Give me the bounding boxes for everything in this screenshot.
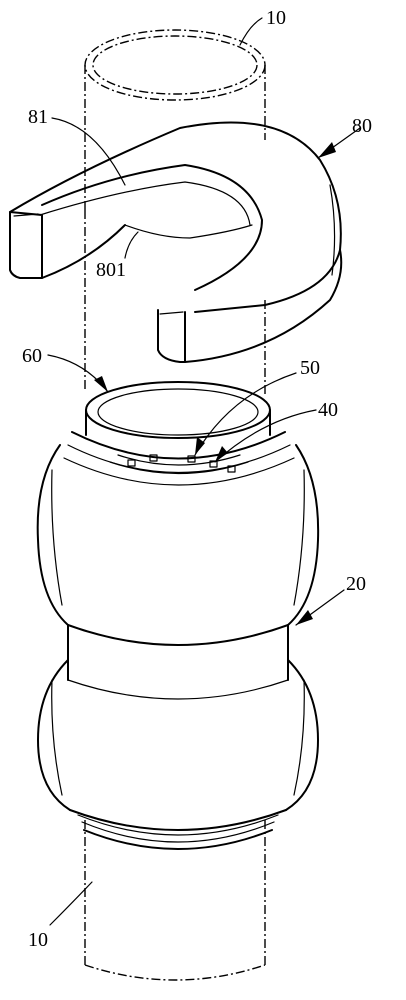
label-pipe-top: 10	[266, 7, 286, 29]
label-teeth: 40	[318, 399, 338, 421]
label-collar: 60	[22, 345, 42, 367]
label-pipe-bottom: 10	[28, 929, 48, 951]
label-fitting: 20	[346, 573, 366, 595]
leader-lines	[47, 17, 361, 926]
reference-numerals: 10 80 81 801 60 50 40 20 10	[22, 7, 372, 951]
fitting-body	[36, 381, 320, 850]
label-clip: 80	[352, 115, 372, 137]
label-clip-face: 81	[28, 106, 48, 128]
c-clip	[9, 121, 343, 363]
pipe-phantom	[84, 29, 266, 981]
label-ring: 50	[300, 357, 320, 379]
label-clip-opening: 801	[96, 259, 126, 281]
